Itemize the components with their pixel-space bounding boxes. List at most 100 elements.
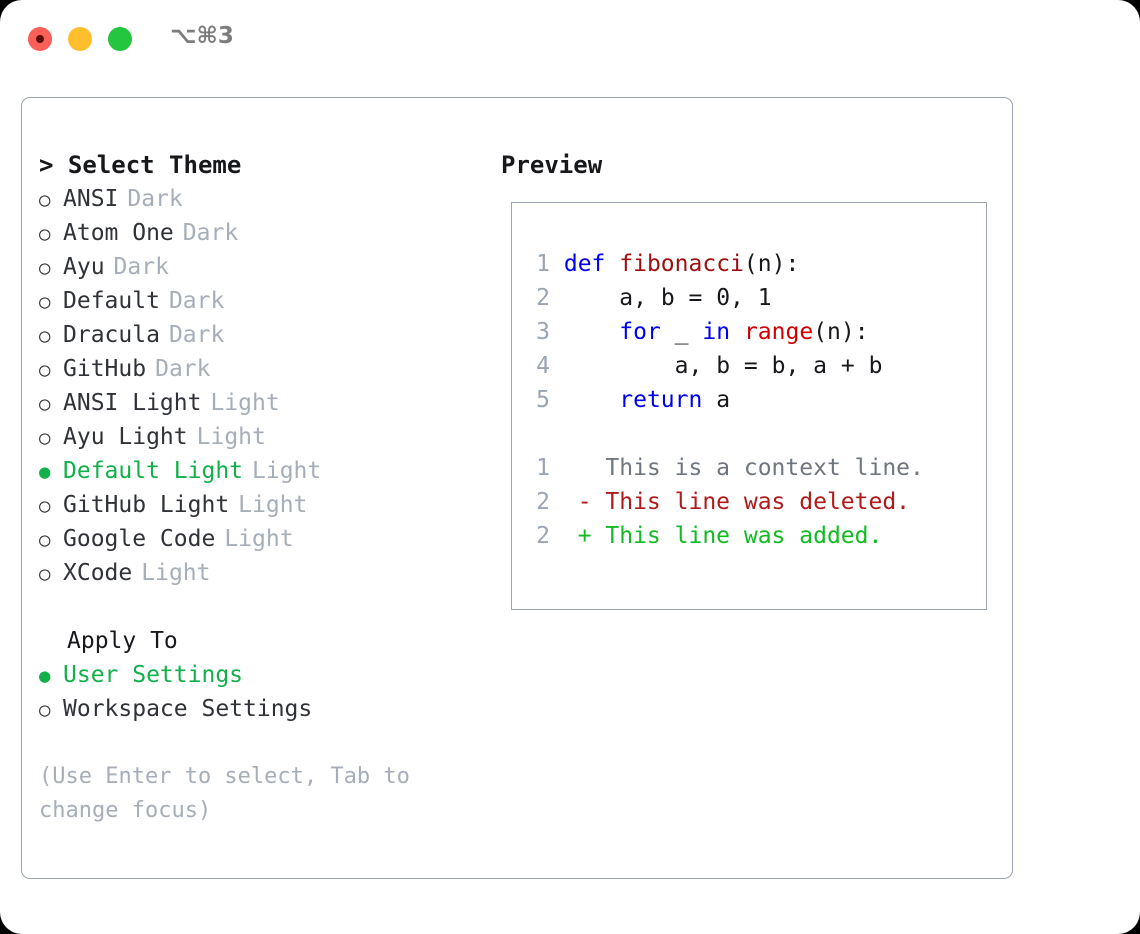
code-text [702, 387, 716, 413]
code-text [564, 387, 619, 413]
theme-option-label: ANSI [63, 186, 119, 212]
theme-option-tag: Light [196, 424, 266, 450]
preview-column: Preview 1 def fibonacci(n):2 a, b = 0, 1… [501, 148, 996, 610]
code-gutter-gap [550, 387, 564, 413]
code-line-number: 2 [536, 285, 550, 311]
code-text [689, 319, 703, 345]
radio-unselected-icon: ○ [39, 325, 51, 347]
diff-line-added: 2 + This line was added. [524, 519, 978, 553]
code-text [564, 319, 619, 345]
theme-list-heading: > Select Theme [39, 151, 242, 179]
radio-unselected-icon: ○ [39, 699, 51, 721]
theme-option-label: ANSI Light [63, 390, 202, 416]
apply-to-option-user-settings[interactable]: ●User Settings [39, 658, 469, 692]
code-text [564, 353, 675, 379]
code-text: , [633, 285, 661, 311]
code-text: = [730, 353, 772, 379]
radio-unselected-icon: ○ [39, 563, 51, 585]
diff-marker [550, 455, 592, 481]
maximize-button-icon[interactable] [108, 27, 132, 51]
code-keyword: def [563, 251, 606, 277]
theme-option-label: Dracula [63, 322, 160, 348]
code-text [564, 285, 619, 311]
code-text: a [813, 353, 828, 379]
keyboard-hint-text: (Use Enter to select, Tab to change focu… [39, 764, 424, 823]
diff-line-text: This line was deleted. [591, 489, 911, 515]
radio-selected-icon: ● [39, 461, 51, 483]
code-keyword: return [619, 387, 703, 413]
radio-unselected-icon: ○ [39, 223, 51, 245]
theme-option-label: Ayu [63, 254, 105, 280]
theme-option-label: Ayu Light [63, 424, 188, 450]
theme-option-google-code[interactable]: ○ Google Code Light [39, 522, 469, 556]
theme-option-dracula[interactable]: ○ Dracula Dark [39, 318, 469, 352]
apply-to-option-list[interactable]: ●User Settings ○ Workspace Settings [39, 658, 469, 726]
code-line: 4 a, b = b, a + b [524, 349, 978, 383]
theme-option-label: Default Light [63, 458, 244, 484]
theme-option-label: Default [63, 288, 160, 314]
diff-marker: + [550, 523, 592, 549]
code-text: a [716, 387, 731, 413]
diff-line-text: This line was added. [591, 523, 883, 549]
theme-option-tag: Light [252, 458, 322, 484]
theme-option-tag: Light [141, 560, 211, 586]
theme-option-tag: Dark [155, 356, 211, 382]
theme-option-tag: Light [224, 526, 294, 552]
diff-line-number: 1 [536, 455, 550, 481]
theme-option-xcode[interactable]: ○ XCode Light [39, 556, 469, 590]
theme-option-label: GitHub Light [63, 492, 230, 518]
code-line-number: 5 [536, 387, 550, 413]
theme-option-label: GitHub [63, 356, 147, 382]
apply-to-option-label: Workspace Settings [63, 696, 313, 722]
code-text [730, 319, 744, 345]
code-text: ): [771, 251, 800, 277]
code-text: n [827, 319, 841, 345]
theme-option-tag: Light [210, 390, 280, 416]
code-gutter-gap [550, 353, 564, 379]
radio-unselected-icon: ○ [39, 529, 51, 551]
theme-option-label: Google Code [63, 526, 216, 552]
apply-to-heading: Apply To [67, 628, 178, 654]
code-text: = 0, 1 [674, 285, 772, 311]
code-builtin: range [743, 319, 814, 345]
minimize-button-icon[interactable] [68, 27, 92, 51]
code-text: ( [743, 251, 758, 277]
code-line: 5 return a [524, 383, 978, 417]
theme-option-tag: Dark [182, 220, 239, 246]
diff-marker: - [550, 489, 592, 515]
code-text: + [827, 353, 869, 379]
radio-unselected-icon: ○ [39, 427, 51, 449]
theme-option-label: XCode [63, 560, 133, 586]
code-gutter-gap [550, 251, 564, 277]
theme-option-ayu-light[interactable]: ○ Ayu Light Light [39, 420, 469, 454]
radio-unselected-icon: ○ [39, 189, 51, 211]
code-keyword: in [702, 319, 731, 345]
code-text: b [868, 353, 883, 379]
close-button-glyph [36, 35, 44, 43]
radio-unselected-icon: ○ [39, 495, 51, 517]
code-text: b [771, 353, 786, 379]
code-text [605, 251, 619, 277]
theme-option-default-light[interactable]: ● Default Light Light [39, 454, 469, 488]
code-gutter-gap [550, 285, 564, 311]
code-line-number: 3 [536, 319, 550, 345]
code-line-number: 4 [536, 353, 550, 379]
theme-option-tag: Dark [168, 322, 225, 348]
code-text [661, 319, 675, 345]
apply-to-option-label: User Settings [63, 662, 244, 688]
diff-line-number: 2 [536, 523, 550, 549]
radio-unselected-icon: ○ [39, 291, 51, 313]
diff-line-text: This is a context line. [591, 455, 924, 481]
apply-to-option-workspace-settings[interactable]: ○ Workspace Settings [39, 692, 469, 726]
